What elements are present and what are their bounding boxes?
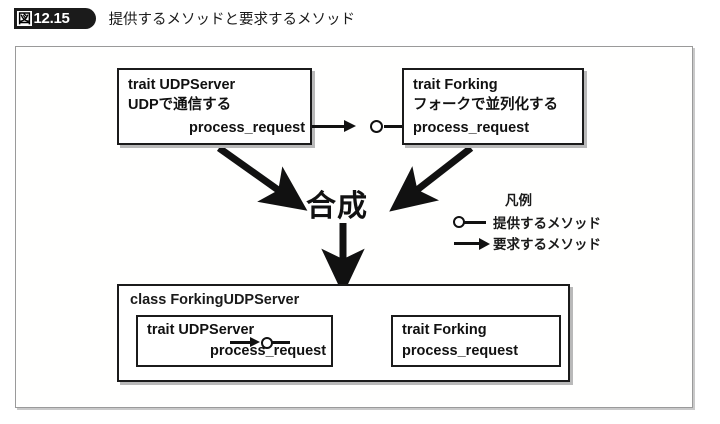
figure-caption-text: 提供するメソッドと要求するメソッド [108, 11, 356, 28]
legend-arrowhead-icon [479, 237, 490, 250]
legend-provided-label: 提供するメソッド [493, 216, 601, 231]
figure-badge-kanji: 図 [17, 10, 32, 26]
trait-forking-box: trait Forking フォークで並列化する process_request [402, 68, 584, 145]
inner-trait-udpserver-title: trait UDPServer [147, 322, 255, 338]
inner-trait-forking-title: trait Forking [402, 322, 487, 338]
legend-required-label: 要求するメソッド [493, 237, 601, 252]
inner-trait-forking-box: trait Forking process_request [391, 315, 561, 367]
figure-frame: trait UDPServer UDPで通信する process_request… [15, 46, 693, 408]
required-method-connector-line [312, 125, 346, 128]
inner-trait-udpserver-method: process_request [210, 343, 327, 359]
inner-required-method-arrowhead-icon [250, 337, 260, 347]
trait-udpserver-description: UDPで通信する [128, 97, 232, 113]
class-forkingudpserver-box: class ForkingUDPServer trait UDPServer p… [117, 284, 570, 382]
composition-label: 合成 [306, 190, 368, 223]
trait-udpserver-box: trait UDPServer UDPで通信する process_request [117, 68, 312, 145]
merge-arrow-from-forking [389, 145, 474, 212]
provided-method-socket-icon [370, 119, 383, 133]
legend-title: 凡例 [505, 193, 532, 208]
merge-arrow-from-udpserver [216, 145, 308, 211]
trait-udpserver-title: trait UDPServer [128, 77, 236, 93]
class-forkingudpserver-title: class ForkingUDPServer [130, 292, 300, 308]
legend-arrow-line-icon [454, 242, 481, 245]
figure-badge-number: 12.15 [33, 9, 70, 27]
inner-trait-forking-method: process_request [402, 343, 519, 359]
inner-required-method-connector-line [230, 341, 252, 344]
provided-method-connector-line [384, 125, 404, 128]
required-method-arrowhead-icon [344, 120, 356, 132]
trait-forking-title: trait Forking [413, 77, 498, 93]
legend-socket-line-icon [464, 221, 486, 224]
trait-forking-method: process_request [413, 120, 530, 136]
inner-provided-method-connector-line [272, 341, 290, 344]
figure-number-badge: 図 12.15 [14, 7, 96, 29]
trait-udpserver-method: process_request [189, 120, 306, 136]
figure-caption: 図 12.15 提供するメソッドと要求するメソッド [14, 7, 355, 29]
trait-forking-description: フォークで並列化する [413, 97, 558, 113]
